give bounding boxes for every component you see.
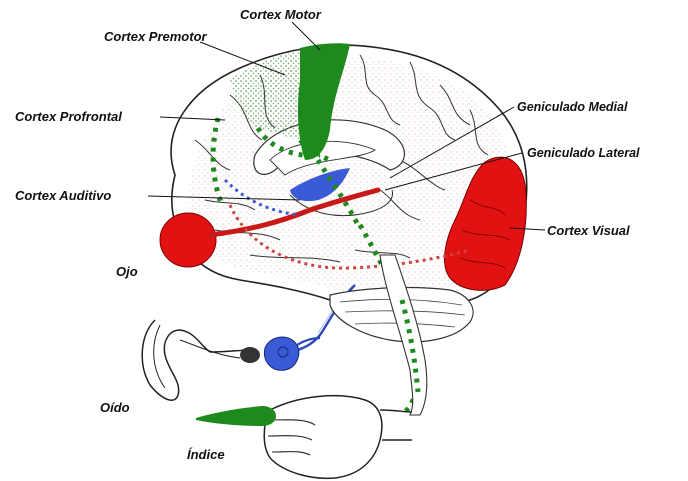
label-indice: Índice bbox=[187, 447, 225, 462]
label-geniculado-medial: Geniculado Medial bbox=[517, 100, 628, 114]
ear bbox=[142, 320, 320, 400]
label-cortex-motor: Cortex Motor bbox=[240, 7, 322, 22]
cochlea bbox=[264, 337, 298, 370]
label-cortex-auditivo: Cortex Auditivo bbox=[15, 188, 111, 203]
label-oido: Oído bbox=[100, 400, 130, 415]
label-ojo: Ojo bbox=[116, 264, 138, 279]
label-cortex-visual: Cortex Visual bbox=[547, 223, 630, 238]
hand bbox=[264, 396, 412, 479]
label-cortex-prefrontal: Cortex Profrontal bbox=[15, 109, 122, 124]
eye bbox=[160, 213, 216, 267]
label-cortex-premotor: Cortex Premotor bbox=[104, 29, 208, 44]
label-geniculado-lateral: Geniculado Lateral bbox=[527, 146, 640, 160]
index-finger bbox=[196, 406, 276, 426]
